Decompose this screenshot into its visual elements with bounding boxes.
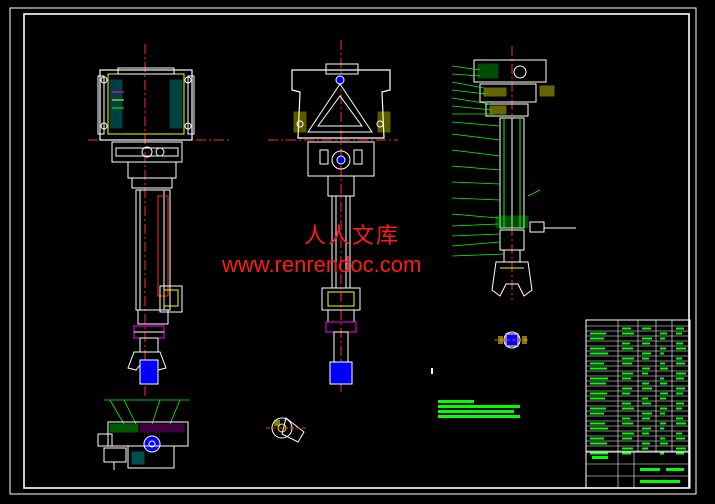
section-view bbox=[451, 46, 576, 349]
parts-list-cell-mark bbox=[590, 332, 606, 335]
parts-list-cell-mark bbox=[590, 352, 608, 355]
parts-list-cell-mark bbox=[676, 347, 686, 350]
parts-list-cell-mark bbox=[590, 392, 607, 395]
parts-list-cell-mark bbox=[622, 417, 630, 420]
parts-list-cell-mark bbox=[660, 337, 665, 340]
parts-list-cell-mark bbox=[642, 357, 649, 360]
technical-notes bbox=[438, 400, 520, 418]
parts-list-cell-mark bbox=[676, 422, 686, 425]
parts-list-cell-mark bbox=[660, 332, 667, 335]
parts-list-cell-mark bbox=[622, 327, 631, 330]
parts-list-cell-mark bbox=[590, 367, 607, 370]
parts-list-cell-mark bbox=[642, 432, 649, 435]
parts-list-cell-mark bbox=[676, 417, 683, 420]
parts-list-cell-mark bbox=[676, 387, 685, 390]
parts-list-cell-mark bbox=[642, 397, 648, 400]
parts-list-cell-mark bbox=[622, 372, 633, 375]
parts-list-cell-mark bbox=[676, 407, 682, 410]
parts-list-cell-mark bbox=[622, 357, 634, 360]
parts-list-cell-mark bbox=[590, 422, 605, 425]
parts-list-cell-mark bbox=[642, 387, 652, 390]
side-view bbox=[268, 40, 398, 392]
parts-list-cell-mark bbox=[660, 437, 665, 440]
sheet-frame bbox=[9, 7, 697, 495]
parts-list-cell-mark bbox=[622, 447, 633, 450]
parts-list-cell-mark bbox=[660, 407, 667, 410]
parts-list-cell-mark bbox=[660, 367, 668, 370]
parts-list-cell-mark bbox=[676, 372, 686, 375]
parts-list-cell-mark bbox=[590, 337, 604, 340]
detail-view bbox=[266, 417, 306, 443]
parts-list-cell-mark bbox=[622, 402, 631, 405]
parts-list-cell-mark bbox=[642, 417, 650, 420]
parts-list-cell-mark bbox=[660, 352, 664, 355]
parts-list-cell-mark bbox=[642, 412, 652, 415]
parts-list-cell-mark bbox=[660, 412, 665, 415]
parts-list-cell-mark bbox=[590, 427, 608, 430]
parts-list-cell-mark bbox=[590, 377, 608, 380]
parts-list-cell-mark bbox=[590, 362, 604, 365]
parts-list-cell-mark bbox=[660, 382, 667, 385]
parts-list-cell-mark bbox=[676, 357, 682, 360]
parts-list-cell-mark bbox=[622, 377, 631, 380]
parts-list-cell-mark bbox=[622, 332, 634, 335]
parts-list-cell-mark bbox=[676, 452, 684, 455]
parts-list-cell-mark bbox=[642, 367, 650, 370]
parts-list-cell-mark bbox=[642, 402, 651, 405]
parts-list-cell-mark bbox=[590, 442, 607, 445]
watermark-site-name: 人人文库 bbox=[304, 224, 401, 249]
parts-list-cell-mark bbox=[660, 427, 664, 430]
parts-list-cell-mark bbox=[676, 362, 685, 365]
title-block bbox=[585, 319, 691, 489]
parts-list-cell-mark bbox=[676, 377, 684, 380]
parts-list-cell-mark bbox=[676, 327, 684, 330]
parts-list-cell-mark bbox=[642, 427, 651, 430]
parts-list-cell-mark bbox=[642, 337, 652, 340]
parts-list-cell-mark bbox=[622, 347, 633, 350]
parts-list-cell-mark bbox=[622, 362, 632, 365]
parts-list-cell-mark bbox=[590, 412, 604, 415]
parts-list-cell-mark bbox=[660, 362, 665, 365]
parts-list-cell-mark bbox=[590, 407, 606, 410]
parts-list-cell-mark bbox=[622, 392, 630, 395]
parts-list-cell-mark bbox=[590, 397, 605, 400]
parts-list-cell-mark bbox=[622, 342, 630, 345]
parts-list-cell-mark bbox=[642, 442, 650, 445]
parts-list-cell-mark bbox=[676, 432, 682, 435]
parts-list-cell-mark bbox=[622, 387, 632, 390]
parts-list-cell-mark bbox=[642, 447, 648, 450]
parts-list-cell-mark bbox=[676, 392, 683, 395]
parts-list-cell-mark bbox=[660, 452, 664, 455]
parts-list-cell-mark bbox=[676, 332, 682, 335]
watermark-url: www.renrendoc.com bbox=[222, 252, 422, 277]
parts-list-cell-mark bbox=[590, 452, 608, 455]
parts-list-cell-mark bbox=[676, 447, 686, 450]
small-mark bbox=[431, 368, 433, 374]
parts-list-cell-mark bbox=[660, 392, 668, 395]
parts-list-cell-mark bbox=[622, 452, 631, 455]
parts-list-cell-mark bbox=[622, 422, 633, 425]
parts-list-cell-mark bbox=[676, 402, 684, 405]
parts-list-cell-mark bbox=[590, 437, 604, 440]
parts-list-cell-mark bbox=[676, 437, 685, 440]
parts-list-cell-mark bbox=[622, 432, 634, 435]
parts-list-cell-mark bbox=[660, 397, 666, 400]
parts-list-cell-mark bbox=[660, 422, 666, 425]
parts-list-cell-mark bbox=[590, 347, 605, 350]
front-view bbox=[88, 44, 232, 396]
parts-list-cell-mark bbox=[676, 342, 683, 345]
partial-section-view bbox=[97, 399, 190, 470]
parts-list-cell-mark bbox=[622, 407, 634, 410]
parts-list-cell-mark bbox=[642, 352, 651, 355]
parts-list-cell-mark bbox=[590, 382, 606, 385]
parts-list-cell-mark bbox=[642, 327, 651, 330]
parts-list-cell-mark bbox=[660, 377, 664, 380]
parts-list-cell-mark bbox=[642, 342, 650, 345]
parts-list-cell-mark bbox=[642, 372, 648, 375]
parts-list-cell-mark bbox=[642, 382, 649, 385]
parts-list-cell-mark bbox=[622, 437, 632, 440]
parts-list-cell-mark bbox=[660, 347, 666, 350]
parts-list-cell-mark bbox=[660, 442, 668, 445]
